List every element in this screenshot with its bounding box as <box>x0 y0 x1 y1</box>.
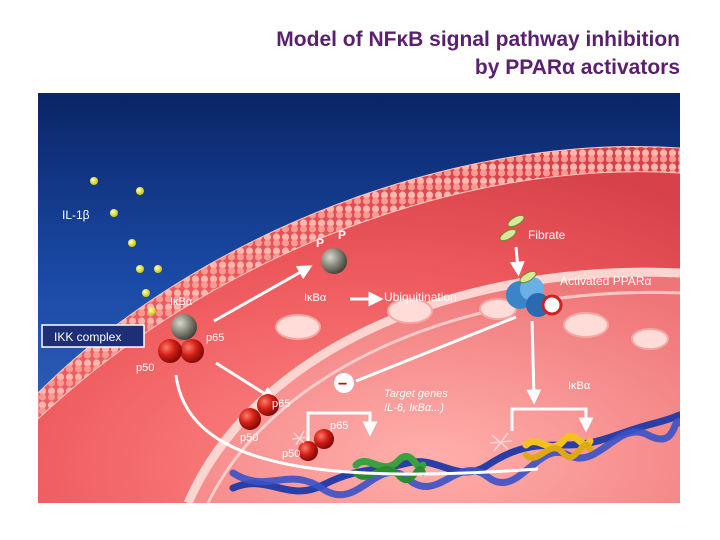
fibrate-label: Fibrate <box>528 228 566 242</box>
p65-protein-nuc2 <box>314 429 334 449</box>
target-genes-label-2: IL-6, IκBα...) <box>384 402 444 414</box>
p65-nuc1-label: p65 <box>272 398 290 410</box>
nfkb-pathway-diagram: IL-1β IKK complex IκBα p65 p50 P P IκBα … <box>38 93 680 503</box>
slide-title-line-2: by PPARα activators <box>474 56 680 79</box>
nuclear-pores <box>275 298 669 350</box>
arrow-gene-activation-2 <box>510 407 594 433</box>
p50-nuc1-label: p50 <box>240 432 258 444</box>
activated-ppara-label: Activated PPARα <box>560 274 651 288</box>
p50-nuc2-label: p50 <box>282 448 300 460</box>
il1b-particles <box>90 177 162 315</box>
il1b-label: IL-1β <box>62 208 90 222</box>
fibrate-molecule <box>499 214 525 242</box>
p50-cyto-label: p50 <box>136 362 154 374</box>
ikba-top-label: IκBα <box>170 296 193 308</box>
phospho-label-left: P <box>316 236 324 250</box>
arrow-ppara-inhibition <box>355 315 517 383</box>
nuclear-envelope <box>183 267 680 503</box>
inhibition-symbol <box>334 373 354 393</box>
p65-nuc2-label: p65 <box>330 420 348 432</box>
ikk-complex-box <box>41 324 145 348</box>
pathway-arrows <box>174 246 594 476</box>
p65-protein-cyto <box>180 339 204 363</box>
ikk-complex-label: IKK complex <box>54 330 121 344</box>
target-genes-label-1: Target genes <box>384 388 448 400</box>
ikba-protein <box>171 314 197 340</box>
p65-cyto-label: p65 <box>206 332 224 344</box>
activation-burst-2 <box>489 432 513 452</box>
arrow-nuclear-import <box>215 361 277 401</box>
phospho-label-right: P <box>338 228 346 242</box>
ikba-right-label: IκBα <box>568 380 591 392</box>
arrow-ppara-to-ikba-gene <box>526 320 542 405</box>
p50-protein-nuc2 <box>298 441 318 461</box>
activation-burst-1 <box>291 430 309 446</box>
arrow-gene-activation-1 <box>306 411 378 449</box>
arrow-phosphorylation <box>213 265 313 323</box>
nuclear-envelope-inner <box>206 290 680 503</box>
phosphorylated-ikba <box>321 248 347 274</box>
cell-membrane <box>38 146 680 420</box>
ikba-mid-label: IκBα <box>304 292 327 304</box>
arrow-ikk-loop <box>174 374 539 476</box>
arrow-fibrate-to-ppara <box>509 246 525 277</box>
dna-helix <box>229 411 680 499</box>
inhibition-sign: − <box>338 376 347 393</box>
activated-ppara-complex <box>506 270 563 317</box>
p50-protein-nuc1 <box>239 408 261 430</box>
slide-title-line-1: Model of NFκB signal pathway inhibition <box>276 28 680 51</box>
p50-protein-cyto <box>158 339 182 363</box>
p65-protein-nuc1 <box>257 394 279 416</box>
ubiquitination-label: Ubiquitination <box>384 290 457 304</box>
